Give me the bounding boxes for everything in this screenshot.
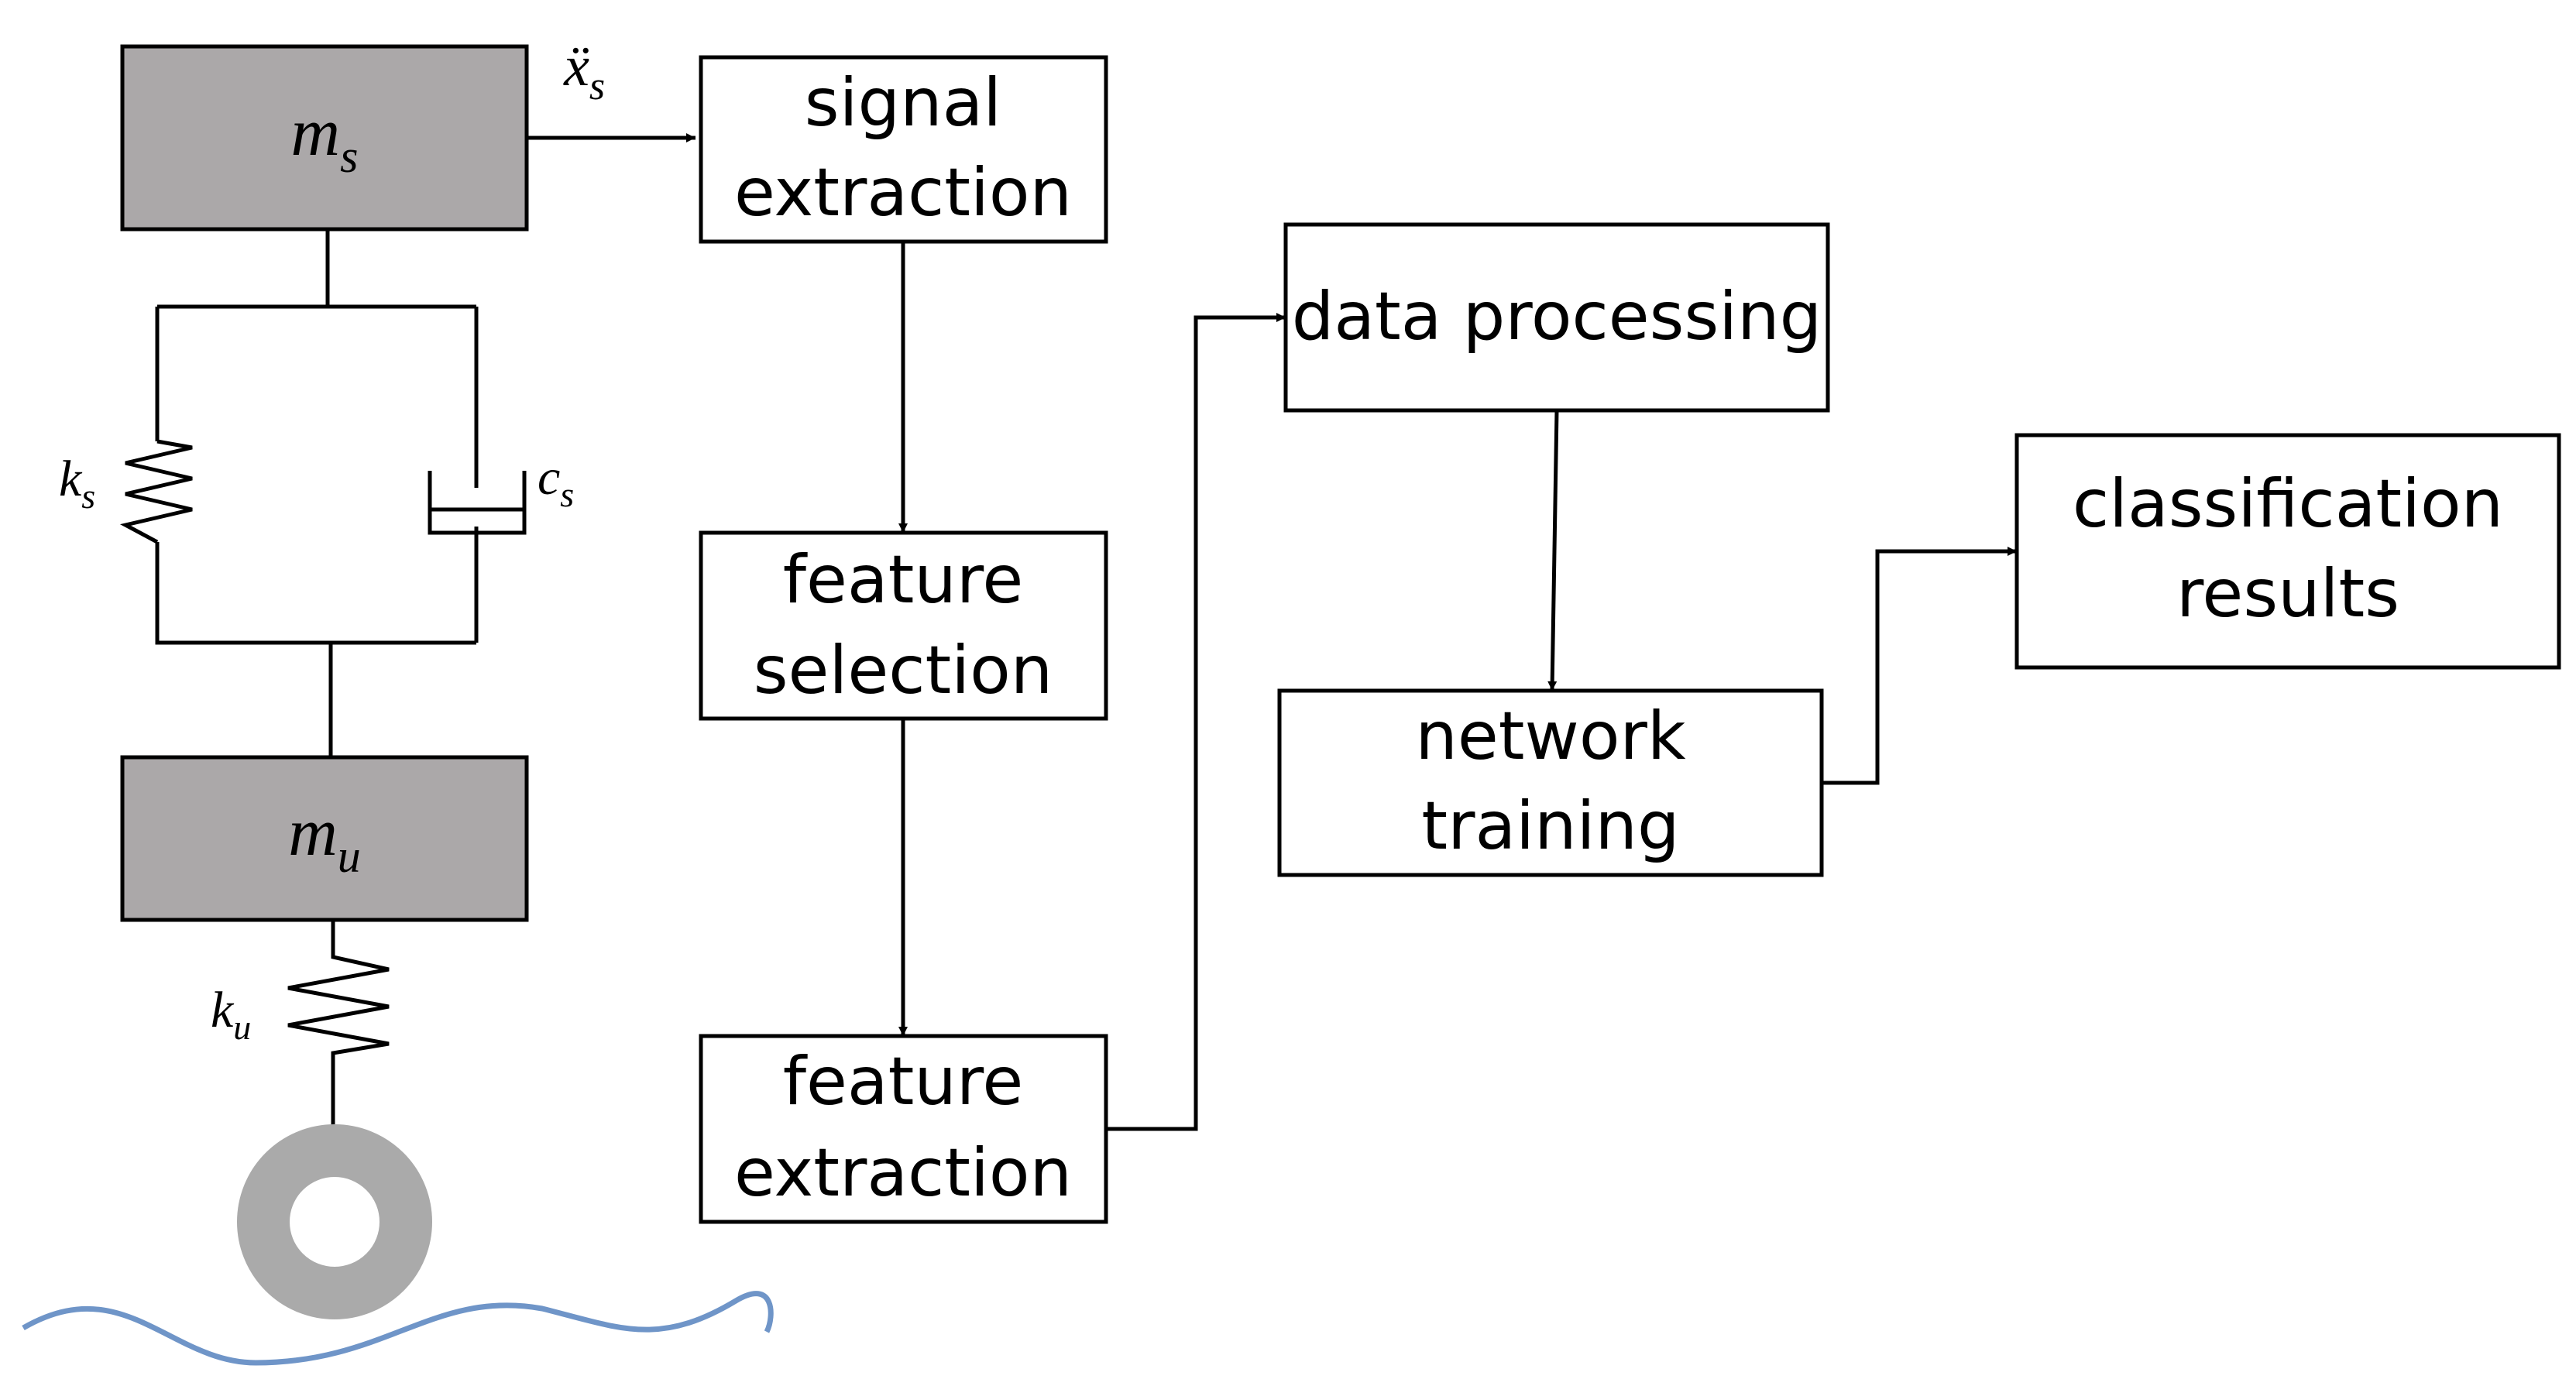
svg-text:feature: feature <box>783 541 1024 619</box>
suspension-spring <box>119 439 193 544</box>
step-network-training: network training <box>1277 688 1824 877</box>
svg-text:selection: selection <box>754 632 1053 709</box>
suspension-links <box>155 229 479 757</box>
step-data-processing: data processing <box>1283 222 1830 413</box>
tire-spring <box>287 920 390 1130</box>
suspension-spring-label: ks <box>59 451 95 516</box>
signal-label: ẍs <box>563 35 605 108</box>
sprung-mass-block <box>120 44 529 232</box>
svg-text:network: network <box>1415 698 1685 775</box>
road-surface <box>22 1291 774 1366</box>
svg-text:data processing: data processing <box>1292 278 1822 355</box>
step-signal-extraction: signal extraction <box>699 55 1108 244</box>
step-feature-extraction: feature extraction <box>699 1034 1108 1224</box>
svg-text:extraction: extraction <box>734 154 1072 232</box>
svg-text:signal: signal <box>805 64 1001 142</box>
damper <box>428 471 527 535</box>
sprung-mass-label: ms <box>291 95 359 182</box>
step-classification-results: classification results <box>2014 433 2561 670</box>
damper-label: cs <box>538 449 574 514</box>
wheel-icon <box>237 1124 432 1319</box>
svg-text:classification: classification <box>2073 465 2503 543</box>
arrow-training-to-results <box>1822 547 2017 785</box>
arrow-processing-to-training <box>1547 410 1559 691</box>
svg-text:extraction: extraction <box>734 1134 1072 1212</box>
arrow-extraction-to-processing <box>1106 313 1286 1131</box>
svg-text:feature: feature <box>783 1043 1024 1120</box>
unsprung-mass-label: mu <box>288 795 361 882</box>
tire-spring-label: ku <box>211 982 251 1047</box>
svg-text:training: training <box>1421 787 1679 865</box>
unsprung-mass-block <box>120 755 529 922</box>
svg-text:results: results <box>2176 555 2399 633</box>
step-feature-selection: feature selection <box>699 530 1108 721</box>
